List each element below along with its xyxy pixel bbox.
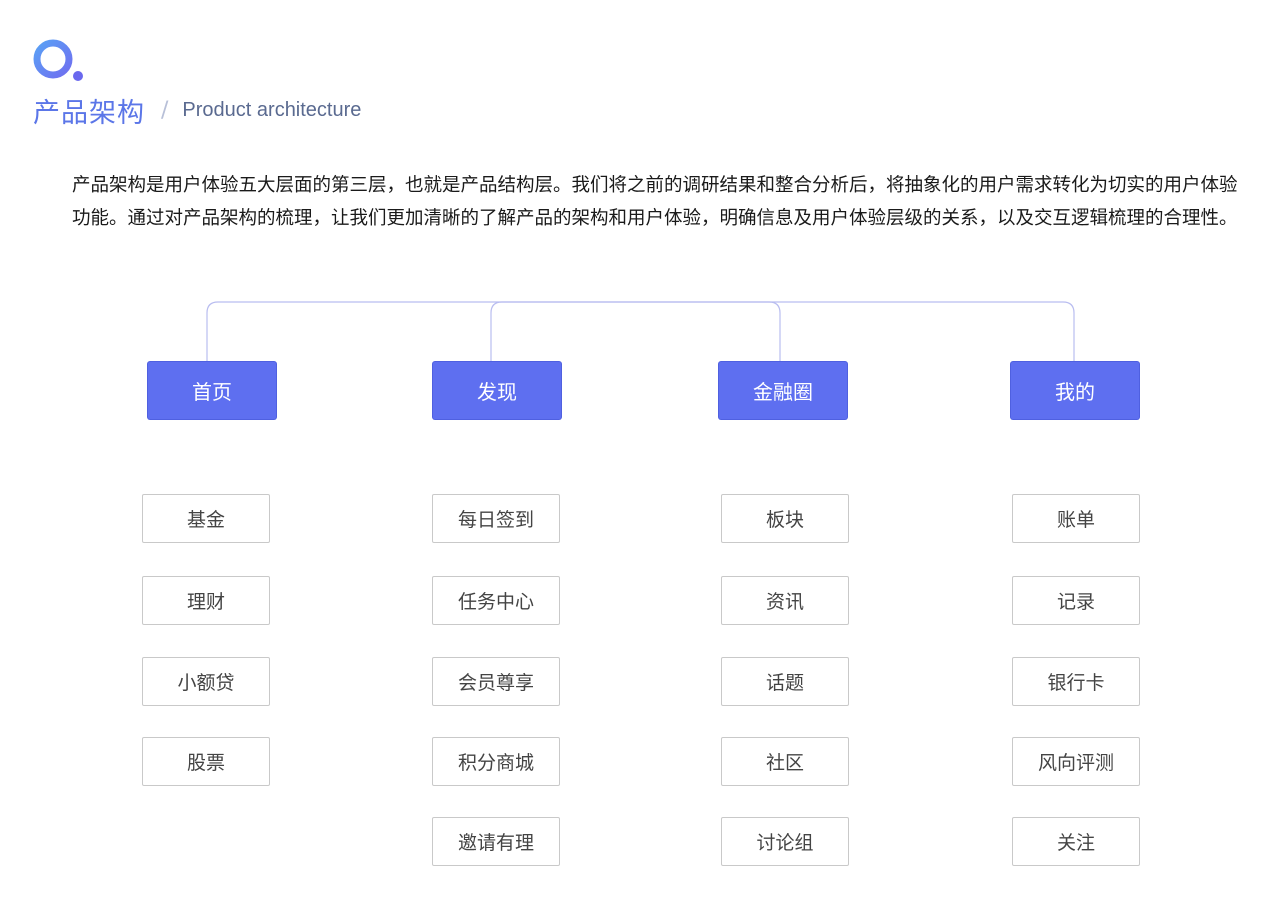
item-sectors[interactable]: 板块 — [721, 494, 849, 543]
item-wealth-management[interactable]: 理财 — [142, 576, 270, 625]
item-points-mall[interactable]: 积分商城 — [432, 737, 560, 786]
logo-icon — [33, 39, 83, 81]
item-invite-rewards[interactable]: 邀请有理 — [432, 817, 560, 866]
title-english: Product architecture — [182, 98, 362, 121]
item-topics[interactable]: 话题 — [721, 657, 849, 706]
item-community[interactable]: 社区 — [721, 737, 849, 786]
item-news[interactable]: 资讯 — [721, 576, 849, 625]
item-member-privileges[interactable]: 会员尊享 — [432, 657, 560, 706]
category-discover[interactable]: 发现 — [433, 362, 561, 419]
item-task-center[interactable]: 任务中心 — [432, 576, 560, 625]
page-title: 产品架构 / Product architecture — [33, 90, 361, 130]
item-bank-cards[interactable]: 银行卡 — [1012, 657, 1140, 706]
title-chinese: 产品架构 — [33, 97, 145, 129]
description-paragraph: 产品架构是用户体验五大层面的第三层，也就是产品结构层。我们将之前的调研结果和整合… — [72, 175, 1238, 229]
category-home[interactable]: 首页 — [148, 362, 276, 419]
item-stocks[interactable]: 股票 — [142, 737, 270, 786]
item-micro-loan[interactable]: 小额贷 — [142, 657, 270, 706]
item-bills[interactable]: 账单 — [1012, 494, 1140, 543]
item-records[interactable]: 记录 — [1012, 576, 1140, 625]
title-separator: / — [161, 97, 169, 123]
item-risk-assessment[interactable]: 风向评测 — [1012, 737, 1140, 786]
item-discussion-group[interactable]: 讨论组 — [721, 817, 849, 866]
item-fund[interactable]: 基金 — [142, 494, 270, 543]
category-finance-circle[interactable]: 金融圈 — [719, 362, 847, 419]
category-mine[interactable]: 我的 — [1011, 362, 1139, 419]
item-follow[interactable]: 关注 — [1012, 817, 1140, 866]
item-daily-checkin[interactable]: 每日签到 — [432, 494, 560, 543]
